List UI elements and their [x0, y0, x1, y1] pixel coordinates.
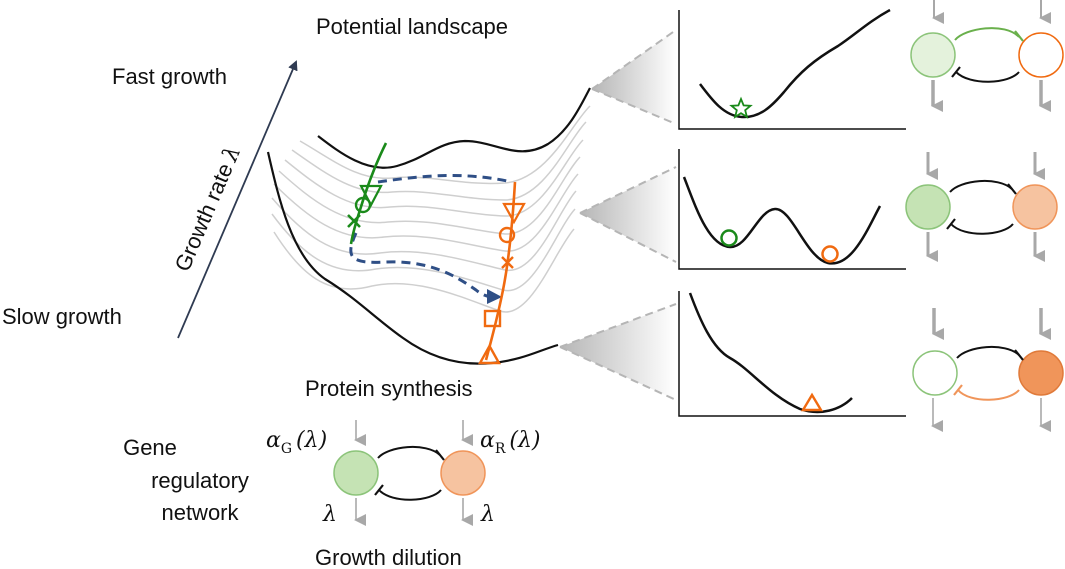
protein-synthesis-label: Protein synthesis [305, 376, 473, 401]
regulatory-label: regulatory [151, 468, 249, 493]
network-state-middle [905, 152, 1058, 262]
zoom-panel-top [678, 8, 906, 130]
transition-path-green-to-orange [377, 173, 513, 184]
growth-rate-axis-label: Growth rateλ [170, 142, 247, 275]
bottom-panel-potential [688, 292, 853, 414]
network-state-bottom [912, 308, 1064, 432]
zoom-cone-middle [579, 166, 677, 263]
fast-growth-label: Fast growth [112, 64, 227, 89]
fast-growth-potential [317, 87, 591, 169]
green-state-track [349, 142, 388, 245]
intermediate-potential-curves [271, 105, 591, 313]
top-green-node [910, 32, 956, 78]
gene-network-diagram [333, 420, 486, 526]
growth-dilution-label: Growth dilution [315, 545, 462, 569]
bottom-green-node [912, 350, 958, 396]
orange-square-marker [483, 309, 502, 328]
top-panel-potential [699, 8, 891, 119]
middle-orange-node [1012, 184, 1058, 230]
zoom-cone-bottom [559, 303, 677, 401]
orange-circle-marker [498, 226, 516, 244]
lambda-right-label: λ [480, 502, 495, 527]
network-state-top [910, 0, 1064, 112]
slow-growth-label: Slow growth [2, 304, 122, 329]
svg-text:Growth rateλ: Growth rateλ [170, 142, 247, 275]
lambda-left-label: λ [322, 502, 337, 527]
slow-growth-potential [266, 151, 559, 365]
zoom-cone-top [591, 29, 677, 125]
transition-arrowhead [487, 289, 502, 304]
green-star-marker [729, 96, 753, 119]
orange-triangle-down-marker [502, 202, 526, 225]
top-orange-node [1018, 32, 1064, 78]
middle-green-circle-marker [720, 229, 738, 247]
middle-orange-circle-marker [821, 245, 839, 263]
orange-state-track [484, 181, 517, 361]
green-cross-marker [347, 214, 361, 228]
gene-orange-node [440, 450, 486, 496]
alpha-g-label: αG(λ) [266, 428, 327, 457]
transition-path-orange-to-green [349, 232, 494, 299]
orange-cross-marker [501, 256, 514, 269]
middle-green-node [905, 184, 951, 230]
middle-panel-potential [682, 176, 882, 265]
landscape-title: Potential landscape [316, 14, 508, 39]
network-label: network [161, 500, 239, 525]
zoom-panel-middle [678, 149, 906, 270]
gene-label: Gene [123, 435, 177, 460]
bottom-orange-triangle-marker [800, 392, 824, 412]
zoom-panel-bottom [678, 291, 906, 417]
growth-rate-axis [177, 60, 298, 339]
orange-triangle-up-marker [477, 343, 502, 365]
green-circle-marker [354, 196, 372, 214]
alpha-r-label: αR(λ) [480, 428, 541, 457]
gene-green-node [333, 450, 379, 496]
green-triangle-marker [359, 184, 383, 208]
bottom-orange-node [1018, 350, 1064, 396]
